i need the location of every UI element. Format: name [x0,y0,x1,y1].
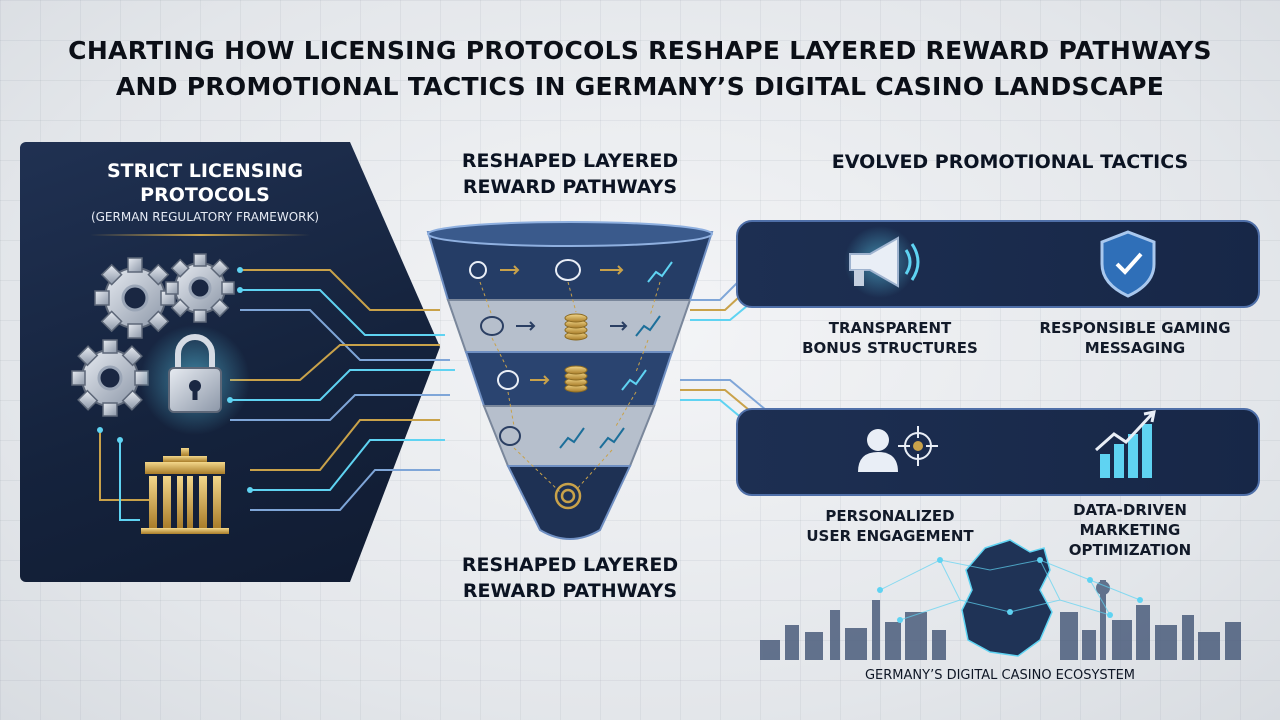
funnel-heading-bottom-line-1: RESHAPED LAYERED [461,554,679,576]
network-nodes [877,557,1143,623]
responsible-gaming-label-line-1: RESPONSIBLE GAMING [1039,319,1231,337]
gold-divider [90,234,310,236]
shield-check-icon [1100,230,1156,298]
personalized-engagement-label-line-2: USER ENGAGEMENT [806,527,974,545]
funnel-heading-bottom: RESHAPED LAYERED REWARD PATHWAYS [420,552,720,604]
user-icon [858,429,898,472]
funnel-heading-bottom-line-2: REWARD PATHWAYS [462,580,678,602]
gear-icon [165,253,235,323]
licensing-subtitle: (GERMAN REGULATORY FRAMEWORK) [90,210,320,224]
personalized-engagement-label: PERSONALIZED USER ENGAGEMENT [790,506,990,546]
transparent-bonus-label-line-2: BONUS STRUCTURES [802,339,978,357]
left-circuit-lines [99,269,455,521]
responsible-gaming-label: RESPONSIBLE GAMING MESSAGING [1020,318,1250,358]
data-driven-marketing-label-line-2: MARKETING [1079,521,1181,539]
page-title-line-1: CHARTING HOW LICENSING PROTOCOLS RESHAPE… [68,36,1212,65]
ecosystem-label: GERMANY’S DIGITAL CASINO ECOSYSTEM [864,668,1136,683]
funnel-heading-top-line-1: RESHAPED LAYERED [461,150,679,172]
promotional-tactics-heading: EVOLVED PROMOTIONAL TACTICS [831,151,1189,173]
gear-icon [94,257,176,339]
promotion-band-bottom [736,408,1260,496]
megaphone-icon [844,226,920,298]
brandenburg-gate-icon [141,448,229,534]
transparent-bonus-label-line-1: TRANSPARENT [828,319,952,337]
licensing-title-line-1: STRICT LICENSING [106,160,304,182]
gear-icon [71,339,149,417]
licensing-title-line-2: PROTOCOLS [140,184,270,206]
funnel-heading-top-line-2: REWARD PATHWAYS [462,176,678,198]
target-crosshair-icon [898,426,938,466]
data-driven-marketing-label: DATA-DRIVEN MARKETING OPTIMIZATION [1030,500,1230,560]
skyline-graphic [760,580,1241,660]
funnel-heading-top: RESHAPED LAYERED REWARD PATHWAYS [420,148,720,200]
transparent-bonus-label: TRANSPARENT BONUS STRUCTURES [790,318,990,358]
promotion-band-top [736,220,1260,308]
data-driven-marketing-label-line-3: OPTIMIZATION [1068,541,1192,559]
data-driven-marketing-label-line-1: DATA-DRIVEN [1073,501,1187,519]
coin-stack-icon [564,313,588,393]
lock-icon [140,325,250,435]
target-icon [554,482,582,510]
rising-bar-chart-icon [1095,410,1156,478]
page-title-line-2: AND PROMOTIONAL TACTICS IN GERMANY’S DIG… [115,72,1165,101]
responsible-gaming-label-line-2: MESSAGING [1084,339,1186,357]
reward-funnel [426,221,714,540]
personalized-engagement-label-line-1: PERSONALIZED [825,507,955,525]
